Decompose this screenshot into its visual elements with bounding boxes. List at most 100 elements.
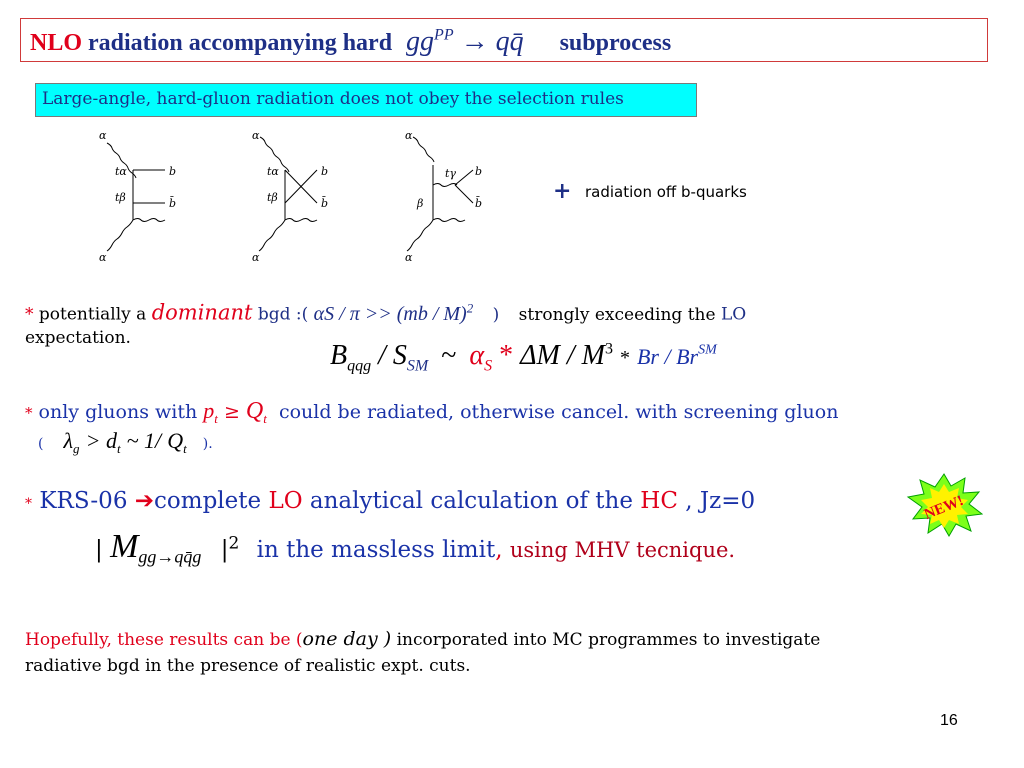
subtitle-box bbox=[35, 83, 697, 117]
item1-line2: expectation. bbox=[25, 328, 131, 348]
diag2-alpha-top: α bbox=[252, 129, 260, 142]
item3-comma: , bbox=[495, 537, 503, 563]
item2-line1: * only gluons with pt ≥ Qt could be radi… bbox=[25, 398, 838, 427]
formula-approx: ~ bbox=[441, 340, 457, 371]
item4-rest: incorporated into MC programmes to inves… bbox=[396, 630, 821, 650]
item3-text1: complete bbox=[154, 488, 262, 514]
new-badge-core bbox=[921, 484, 968, 528]
subtitle: Large-angle, hard-gluon radiation does n… bbox=[42, 89, 624, 109]
item1-math-sup: 2 bbox=[466, 300, 474, 315]
diag3-beta: β bbox=[416, 197, 423, 210]
diag2-t-alpha: tα bbox=[267, 165, 279, 178]
item3-hc: HC bbox=[640, 488, 678, 514]
feynman-diagram-3 bbox=[406, 136, 474, 252]
formula-alpha: α bbox=[469, 340, 485, 371]
title-text: radiation accompanying hard bbox=[88, 30, 393, 56]
item3-text3: , Jz=0 bbox=[685, 488, 756, 514]
diag1-t-beta: tβ bbox=[115, 191, 126, 204]
diag1-bbar: b̄ bbox=[169, 197, 176, 210]
item3-line2: | Mgg→qq̄g |2 in the massless limit, usi… bbox=[95, 528, 735, 568]
diag1-t-alpha: tα bbox=[115, 165, 127, 178]
diag3-b: b bbox=[475, 165, 482, 178]
item1-math: αS / π >> (mb / M)2 bbox=[313, 300, 474, 325]
item2-pt: p bbox=[203, 398, 215, 423]
item3-text2: analytical calculation of the bbox=[309, 488, 633, 514]
feynman-diagram-1 bbox=[106, 142, 166, 252]
item1-formula: Bqqg / SSM ~ αS * ΔM / M3 * Br / BrSM bbox=[330, 340, 717, 376]
diag3-bbar: b̄ bbox=[475, 197, 482, 210]
item2-bullet: * bbox=[25, 404, 33, 422]
item1-line1: * potentially a dominant bgd :( αS / π >… bbox=[25, 300, 746, 326]
item1-lead: potentially a bbox=[38, 304, 147, 325]
title-math-gg: gg bbox=[406, 26, 435, 57]
radiation-note: radiation off b-quarks bbox=[585, 183, 747, 201]
item4-red: Hopefully, these results can be ( bbox=[25, 630, 303, 650]
formula-alpha-sub: S bbox=[484, 357, 493, 375]
diag2-alpha-bottom: α bbox=[252, 251, 260, 264]
diag1-alpha-top: α bbox=[99, 129, 107, 142]
item1-emph: dominant bbox=[151, 300, 253, 325]
item1-bullet: * bbox=[25, 304, 34, 325]
formula-dm: ΔM / M bbox=[520, 340, 605, 371]
item3-arrow: ➔ bbox=[134, 488, 155, 514]
item3-m: M bbox=[110, 528, 139, 565]
item3-abs-open: | bbox=[95, 537, 103, 563]
plus-sign: + bbox=[553, 178, 572, 204]
item2-lambda-sub: g bbox=[73, 440, 80, 456]
new-badge: NEW! bbox=[906, 473, 983, 537]
item3-sq: 2 bbox=[228, 533, 240, 554]
page-number: 16 bbox=[940, 712, 958, 729]
formula-b-sub: qqg bbox=[347, 357, 372, 375]
item3-line1: * KRS-06 ➔complete LO analytical calcula… bbox=[25, 488, 755, 514]
formula-br-sup: SM bbox=[698, 342, 717, 358]
diag2-b: b bbox=[321, 165, 328, 178]
item3-text4: in the massless limit bbox=[256, 537, 496, 563]
title-frame bbox=[20, 18, 988, 62]
item3-abs-close: | bbox=[220, 537, 229, 563]
item3-m-sub: gg→qq̄g bbox=[138, 546, 202, 567]
item3-bullet: * bbox=[25, 496, 32, 512]
item2-pt-sub: t bbox=[214, 410, 218, 426]
item4-line1: Hopefully, these results can be (one day… bbox=[25, 628, 820, 650]
formula-br: Br / Br bbox=[636, 344, 699, 369]
item2-qt: Q bbox=[245, 398, 264, 424]
formula-s: / S bbox=[378, 340, 407, 371]
diag2-bbar: b̄ bbox=[321, 197, 328, 210]
diag3-alpha-top: α bbox=[405, 129, 413, 142]
item3-using: using MHV tecnique. bbox=[509, 538, 736, 562]
item2-q2: Q bbox=[167, 428, 184, 453]
item2-q2-sub: t bbox=[183, 440, 187, 456]
item1-tail-lo: LO bbox=[720, 304, 747, 325]
item1-close: ) bbox=[492, 304, 500, 325]
title-math: ggPP → qq̄ bbox=[406, 26, 524, 57]
formula-cube: 3 bbox=[604, 340, 613, 358]
item2-tail: could be radiated, otherwise cancel. wit… bbox=[278, 401, 839, 423]
item3-lead: KRS-06 bbox=[39, 488, 128, 514]
diag3-t-gamma: tγ bbox=[445, 167, 456, 180]
item1-mid: bgd :( bbox=[257, 304, 309, 325]
diag2-t-beta: tβ bbox=[267, 191, 278, 204]
title-math-sup: PP bbox=[434, 26, 454, 44]
item1-tail: strongly exceeding the bbox=[518, 304, 716, 325]
item2-dt-sub: t bbox=[116, 440, 121, 456]
item2-lead: only gluons with bbox=[38, 401, 198, 423]
slide-title: NLO radiation accompanying hard ggPP → q… bbox=[30, 26, 671, 58]
formula-star2: * bbox=[619, 347, 630, 369]
title-prefix: NLO bbox=[30, 30, 83, 56]
item4-line2: radiative bgd in the presence of realist… bbox=[25, 656, 471, 676]
item2-line2: ( λg > dt ~ 1/ Qt ). bbox=[38, 428, 213, 457]
item2-close: ). bbox=[202, 436, 213, 452]
title-math-target: qq̄ bbox=[495, 26, 524, 57]
title-suffix: subprocess bbox=[559, 30, 672, 56]
item2-gt: > d bbox=[85, 428, 117, 453]
item2-qt-sub: t bbox=[263, 410, 267, 426]
item3-lo: LO bbox=[268, 488, 303, 514]
item2-open: ( bbox=[38, 436, 44, 452]
diag1-b: b bbox=[169, 165, 176, 178]
item1-math-text: αS / π >> (mb / M) bbox=[313, 302, 467, 325]
item2-lambda: λ bbox=[63, 428, 74, 453]
formula-b: B bbox=[330, 340, 348, 371]
formula-star: * bbox=[499, 340, 514, 371]
item2-geq: ≥ bbox=[223, 401, 240, 423]
item2-approx: ~ 1/ bbox=[126, 428, 162, 453]
